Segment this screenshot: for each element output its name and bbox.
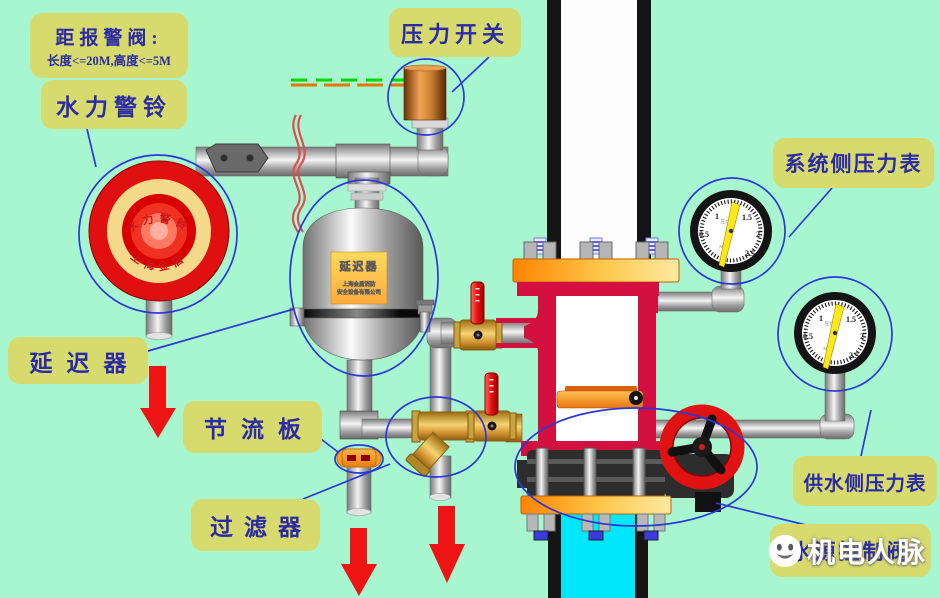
svg-text:压力: 压力 (825, 320, 834, 327)
pressure-switch-device (403, 64, 447, 121)
svg-text:压力: 压力 (721, 218, 730, 225)
flange-bolts-bottom (526, 513, 666, 541)
retard-chamber: 延迟器 上海金盾消防 安全设备有限公司 (289, 207, 435, 361)
system-pressure-gauge: 0.5 1 1.5 2 2.5 压力 MPa (690, 190, 772, 290)
gauge-needle (718, 201, 741, 268)
flow-arrows (140, 366, 465, 596)
system-riser-pipe (547, 0, 651, 262)
highlight-annotations (78, 56, 893, 528)
supply-pressure-gauge: 0.5 1 1.5 2 2.5 压力 MPa (794, 292, 876, 422)
label-retarder: 延迟器 (8, 337, 148, 384)
distance-note-detail: 长度<=20M,高度<=5M (47, 53, 171, 68)
flow-arrow-bell-drain (140, 366, 176, 438)
handwheel (659, 404, 745, 490)
bell-pipe-fitting (205, 143, 269, 173)
retarder-plate-line1: 上海金盾消防 (342, 280, 376, 288)
label-distance-note: 距报警阀: 长度<=20M,高度<=5M (30, 13, 188, 78)
label-water-motor-gong: 水力警铃 (41, 80, 187, 129)
retarder-plate-title: 延迟器 (339, 259, 379, 273)
top-flange (512, 258, 680, 283)
label-filter: 过滤器 (191, 499, 320, 551)
svg-text:2.5: 2.5 (745, 249, 755, 258)
ball-valve-upper (453, 281, 503, 351)
svg-text:0.5: 0.5 (699, 230, 709, 239)
svg-text:2: 2 (860, 332, 864, 341)
label-system-side-gauge: 系统侧压力表 (773, 138, 934, 188)
label-throttle-plate: 节流板 (183, 401, 322, 453)
distance-note-title: 距报警阀: (55, 27, 163, 49)
gauge-needle (822, 303, 845, 370)
retarder-plate-line2: 安全设备有限公司 (337, 288, 381, 296)
svg-text:1: 1 (715, 212, 719, 221)
signal-wires (291, 78, 404, 87)
throttle-plate-fitting (336, 448, 382, 468)
bottom-flange (520, 495, 672, 515)
svg-text:2: 2 (756, 230, 760, 239)
flow-arrow-throttle-drain (341, 528, 377, 596)
break-squiggle (291, 114, 306, 233)
label-pressure-switch: 压力开关 (389, 8, 521, 57)
svg-text:2.5: 2.5 (849, 351, 859, 360)
svg-text:1.5: 1.5 (846, 315, 856, 324)
ball-valve-lower (467, 372, 517, 442)
flow-arrow-strainer-drain (429, 506, 465, 583)
watermark: 机电人脉 (766, 531, 927, 571)
svg-text:1: 1 (819, 314, 823, 323)
water-supply-pipe (548, 512, 648, 598)
watermark-text: 机电人脉 (807, 537, 928, 568)
label-supply-side-gauge: 供水侧压力表 (793, 456, 937, 506)
source-control-valve-body (517, 447, 734, 541)
alarm-valve-body (496, 237, 680, 456)
svg-text:1.5: 1.5 (742, 213, 752, 222)
svg-text:0.5: 0.5 (803, 332, 813, 341)
valve-clapper (556, 386, 644, 409)
water-motor-gong: 水力警铃 上海金盾 (88, 160, 230, 302)
wechat-face-icon (768, 534, 802, 568)
